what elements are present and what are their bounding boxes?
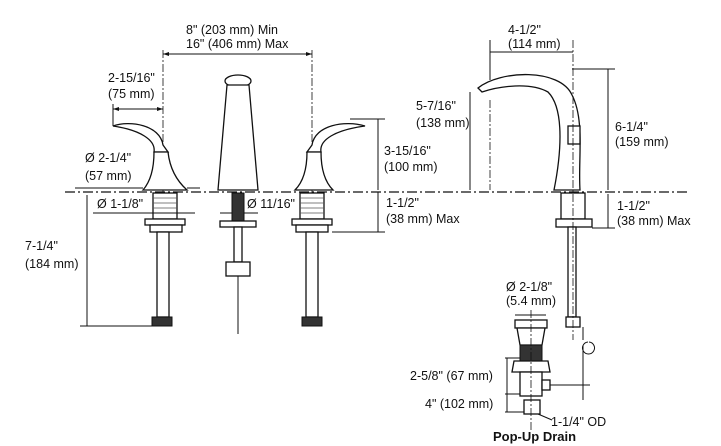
- handle-height-in: 3-15/16": [384, 144, 431, 158]
- spread-max-label: 16" (406 mm) Max: [186, 37, 289, 51]
- handle-height-mm: (100 mm): [384, 160, 437, 174]
- spout: [217, 74, 259, 334]
- spout-outlet-in: 5-7/16": [416, 99, 456, 113]
- spout-height-mm: (159 mm): [615, 135, 668, 149]
- handle-hole-label: Ø 1-1/8": [97, 197, 143, 211]
- side-view-faucet: [477, 40, 595, 400]
- popup-drain: [511, 310, 590, 430]
- below-deck-in: 7-1/4": [25, 239, 58, 253]
- side-deck-mm: (38 mm) Max: [617, 214, 691, 228]
- handle-reach-dimension: 2-15/16" (75 mm): [108, 71, 163, 126]
- spout-height-dimension: 6-1/4" (159 mm) 1-1/2" (38 mm) Max: [572, 68, 691, 229]
- drain-od-label: 1-1/4" OD: [551, 415, 606, 429]
- handle-height-dimension: 3-15/16" (100 mm) 1-1/2" (38 mm) Max: [332, 118, 460, 233]
- drain-dia-mm: (5.4 mm): [506, 294, 556, 308]
- base-dia-in: Ø 2-1/4": [85, 151, 131, 165]
- deck-thick-mm: (38 mm) Max: [386, 212, 460, 226]
- spout-hole-label: Ø 11/16": [247, 197, 295, 211]
- left-handle: [112, 123, 189, 327]
- deck-thick-in: 1-1/2": [386, 196, 419, 210]
- side-deck-in: 1-1/2": [617, 199, 650, 213]
- spout-outlet-mm: (138 mm): [416, 116, 469, 130]
- below-deck-dimension: 7-1/4" (184 mm): [25, 195, 152, 327]
- handle-reach-mm: (75 mm): [108, 87, 155, 101]
- drain-body-label: 2-5/8" (67 mm): [410, 369, 493, 383]
- spout-reach-mm: (114 mm): [508, 37, 561, 51]
- spout-outlet-dimension: 5-7/16" (138 mm): [416, 92, 471, 190]
- below-deck-mm: (184 mm): [25, 257, 78, 271]
- drain-total-label: 4" (102 mm): [425, 397, 493, 411]
- handle-reach-in: 2-15/16": [108, 71, 155, 85]
- popup-drain-caption: Pop-Up Drain: [493, 429, 576, 444]
- spread-dimension: 8" (203 mm) Min 16" (406 mm) Max: [162, 23, 313, 300]
- spout-reach-dimension: 4-1/2" (114 mm): [489, 23, 573, 80]
- base-dia-mm: (57 mm): [85, 169, 132, 183]
- drain-dia-in: Ø 2-1/8": [506, 280, 552, 294]
- spread-min-label: 8" (203 mm) Min: [186, 23, 278, 37]
- spout-reach-in: 4-1/2": [508, 23, 541, 37]
- right-handle: [291, 123, 366, 327]
- spout-height-in: 6-1/4": [615, 120, 648, 134]
